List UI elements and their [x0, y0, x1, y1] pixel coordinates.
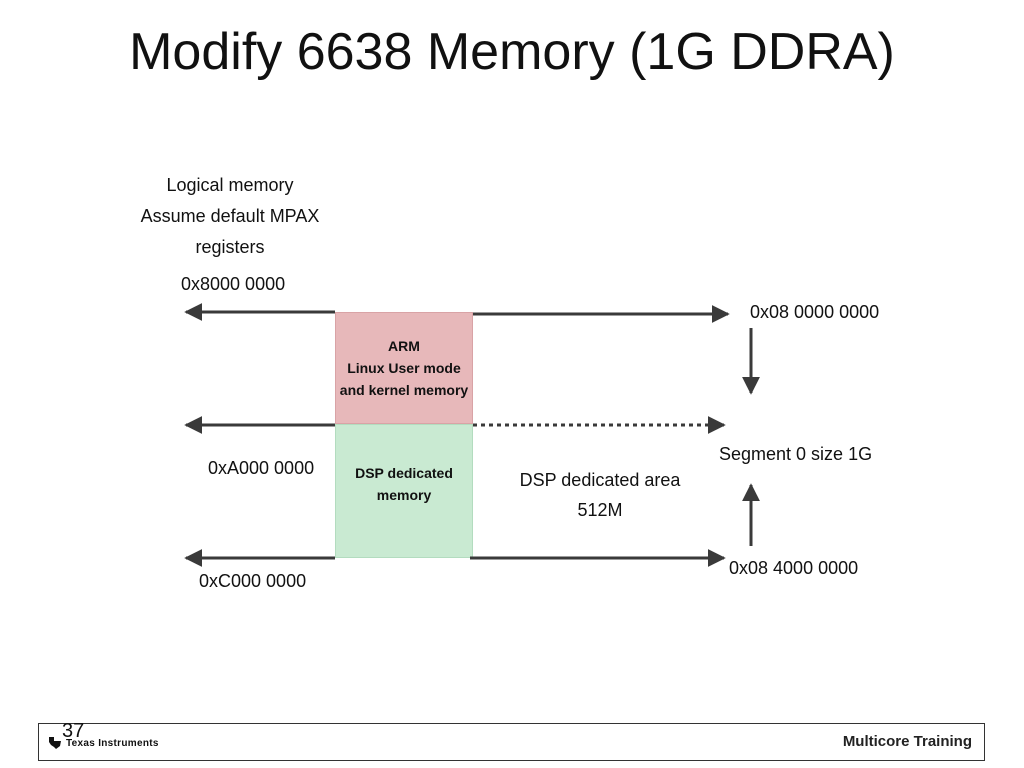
heading-line-2: Assume default MPAX — [140, 206, 320, 226]
page-number: 37 — [62, 720, 85, 742]
segment-size-label: Segment 0 size 1G — [719, 444, 873, 464]
dsp-area-line-1: DSP dedicated area — [519, 470, 681, 490]
footer-bar — [38, 723, 985, 761]
dsp-dedicated-area-label: DSP dedicated area 512M — [505, 465, 695, 525]
arm-line-2: Linux User mode — [347, 360, 461, 376]
arm-memory-box: ARM Linux User mode and kernel memory — [335, 312, 473, 424]
dsp-memory-box: DSP dedicated memory — [335, 424, 473, 558]
ti-logo-text: Texas Instruments — [66, 737, 159, 749]
address-left-top: 0x8000 0000 — [181, 274, 286, 294]
dsp-line-1: DSP dedicated — [355, 465, 453, 481]
logical-memory-heading: Logical memory Assume default MPAX regis… — [120, 170, 340, 263]
address-right-bottom: 0x08 4000 0000 — [729, 558, 859, 578]
heading-line-3: registers — [195, 237, 265, 257]
footer-brand: Multicore Training — [842, 733, 972, 750]
dsp-area-line-2: 512M — [577, 500, 623, 520]
dsp-line-2: memory — [376, 487, 432, 503]
slide-title: Modify 6638 Memory (1G DDRA) — [129, 23, 895, 81]
texas-state-icon — [49, 737, 61, 749]
heading-line-1: Logical memory — [166, 175, 294, 195]
ti-logo: Texas Instruments — [48, 734, 168, 752]
address-right-top: 0x08 0000 0000 — [750, 302, 880, 322]
address-left-bottom: 0xC000 0000 — [199, 571, 307, 591]
address-left-middle: 0xA000 0000 — [208, 458, 315, 478]
arm-line-3: and kernel memory — [339, 382, 469, 398]
arm-line-1: ARM — [388, 338, 420, 354]
